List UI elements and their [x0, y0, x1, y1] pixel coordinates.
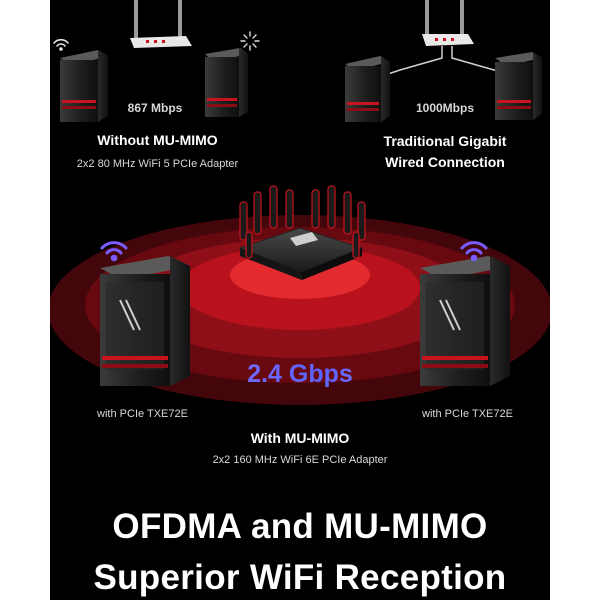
ethernet-cables — [387, 46, 509, 75]
left-adapter-label: with PCIe TXE72E — [97, 408, 188, 420]
router-icon-top-right — [422, 0, 474, 46]
headline-line1: OFDMA and MU-MIMO — [112, 507, 488, 546]
pc-tower-top-right-2 — [495, 52, 542, 120]
wifi-signal-icon-left — [100, 241, 128, 262]
speed-label-wifi5: 867 Mbps — [127, 101, 183, 115]
speed-label-wired: 1000Mbps — [415, 101, 475, 115]
right-adapter-label: with PCIe TXE72E — [422, 408, 513, 420]
pc-tower-top-left-1 — [60, 50, 108, 122]
headline-line2: Superior WiFi Reception — [93, 558, 507, 597]
wired-title-line1: Traditional Gigabit — [383, 133, 507, 149]
with-mu-mimo-title: With MU-MIMO — [250, 430, 350, 446]
gaming-router — [238, 185, 366, 280]
pc-tower-left — [100, 256, 190, 386]
wifi-icon-top-left — [53, 38, 69, 51]
wifi5-adapter-subtitle: 2x2 80 MHz WiFi 5 PCIe Adapter — [76, 158, 239, 170]
wifi6e-adapter-subtitle: 2x2 160 MHz WiFi 6E PCIe Adapter — [212, 454, 388, 466]
promo-panel: 867 Mbps Without MU-MIMO 2x2 80 MHz WiFi… — [50, 0, 550, 600]
pc-tower-top-left-2 — [205, 48, 248, 117]
router-icon-top-left — [130, 0, 192, 48]
wifi-signal-icon-right — [460, 241, 488, 262]
loading-spinner-icon — [240, 31, 260, 51]
speed-label-mu-mimo: 2.4 Gbps — [200, 360, 400, 389]
wired-title-line2: Wired Connection — [385, 154, 505, 170]
pc-tower-top-right-1 — [345, 56, 390, 122]
pc-tower-right — [420, 256, 510, 386]
illustration — [50, 0, 550, 405]
without-mu-mimo-title: Without MU-MIMO — [97, 132, 218, 148]
